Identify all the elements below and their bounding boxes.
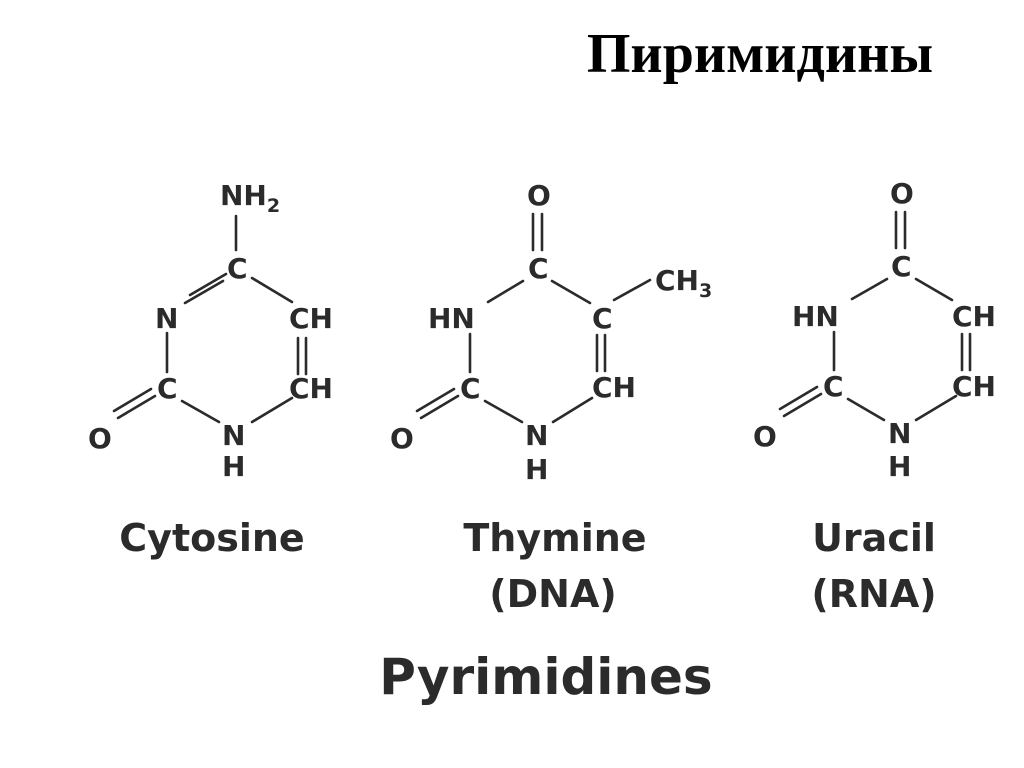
bond-c2-n1 (483, 399, 524, 424)
footer-caption: Pyrimidines (379, 648, 712, 706)
bond-n3-c4 (183, 279, 225, 305)
uracil-atom-n1: N (888, 417, 911, 450)
bond-c2-o2-double (778, 385, 819, 411)
cytosine-atom-n1: N (222, 419, 245, 452)
bond-c2-n1 (180, 399, 221, 424)
bond-n3-c4 (486, 279, 525, 304)
cytosine-atom-h1: H (222, 450, 245, 483)
thymine-atom-c5: C (592, 302, 613, 335)
bond-c4-c5 (914, 277, 954, 302)
uracil-atom-c5: CH (952, 300, 996, 333)
thymine-atom-h1: H (525, 453, 548, 486)
cytosine-atom-c6: CH (289, 372, 333, 405)
thymine-atom-c2: C (460, 372, 481, 405)
bond-c2-n1 (846, 397, 886, 422)
thymine-atom-c4: C (528, 252, 549, 285)
uracil-structure: O C HN CH CH C N H O Uracil (RNA) (753, 177, 996, 616)
uracil-name: Uracil (812, 516, 936, 560)
thymine-atom-o4: O (527, 179, 551, 212)
thymine-note: (DNA) (489, 572, 617, 616)
bond-c4-c5 (550, 279, 592, 305)
uracil-atom-h1: H (888, 450, 911, 483)
cytosine-name: Cytosine (119, 516, 304, 560)
uracil-note: (RNA) (811, 572, 936, 616)
bond-n3-c4-double (188, 272, 228, 297)
bond-c2-o2-double (112, 387, 153, 413)
uracil-atom-c2: C (823, 370, 844, 403)
cytosine-atom-c2: C (157, 372, 178, 405)
bond-c2-o2-double (415, 387, 456, 413)
uracil-atom-o4: O (890, 177, 914, 210)
slide-title: Пиримидины (586, 23, 934, 85)
cytosine-atom-n3: N (155, 302, 178, 335)
thymine-atom-ch3: CH3 (655, 264, 712, 302)
cytosine-structure: NH2 C N CH CH C N H O Cytosine (88, 179, 333, 560)
thymine-name: Thymine (463, 516, 646, 560)
thymine-atom-n1: N (525, 419, 548, 452)
thymine-structure: O C HN C CH3 CH C N H O Thymine (DNA) (390, 179, 712, 616)
uracil-atom-o2: O (753, 420, 777, 453)
thymine-atom-n3: HN (428, 302, 475, 335)
bond-n3-c4 (850, 277, 889, 301)
bond-c4-c5 (250, 276, 294, 304)
bond-n1-c6 (551, 396, 594, 424)
cytosine-atom-nh2: NH2 (220, 179, 280, 217)
uracil-atom-c6: CH (952, 370, 996, 403)
uracil-atom-n3: HN (792, 300, 839, 333)
bond-n1-c6 (250, 396, 294, 424)
thymine-atom-c6: CH (592, 371, 636, 404)
cytosine-atom-o2: O (88, 422, 112, 455)
bond-c2-o2 (419, 394, 460, 420)
cytosine-atom-c4: C (227, 252, 248, 285)
thymine-atom-o2: O (390, 422, 414, 455)
uracil-atom-c4: C (891, 250, 912, 283)
bond-c2-o2 (782, 392, 823, 418)
bond-c2-o2 (116, 394, 157, 420)
bond-n1-c6 (914, 394, 958, 422)
bond-c5-ch3 (612, 278, 652, 302)
cytosine-atom-c5: CH (289, 302, 333, 335)
